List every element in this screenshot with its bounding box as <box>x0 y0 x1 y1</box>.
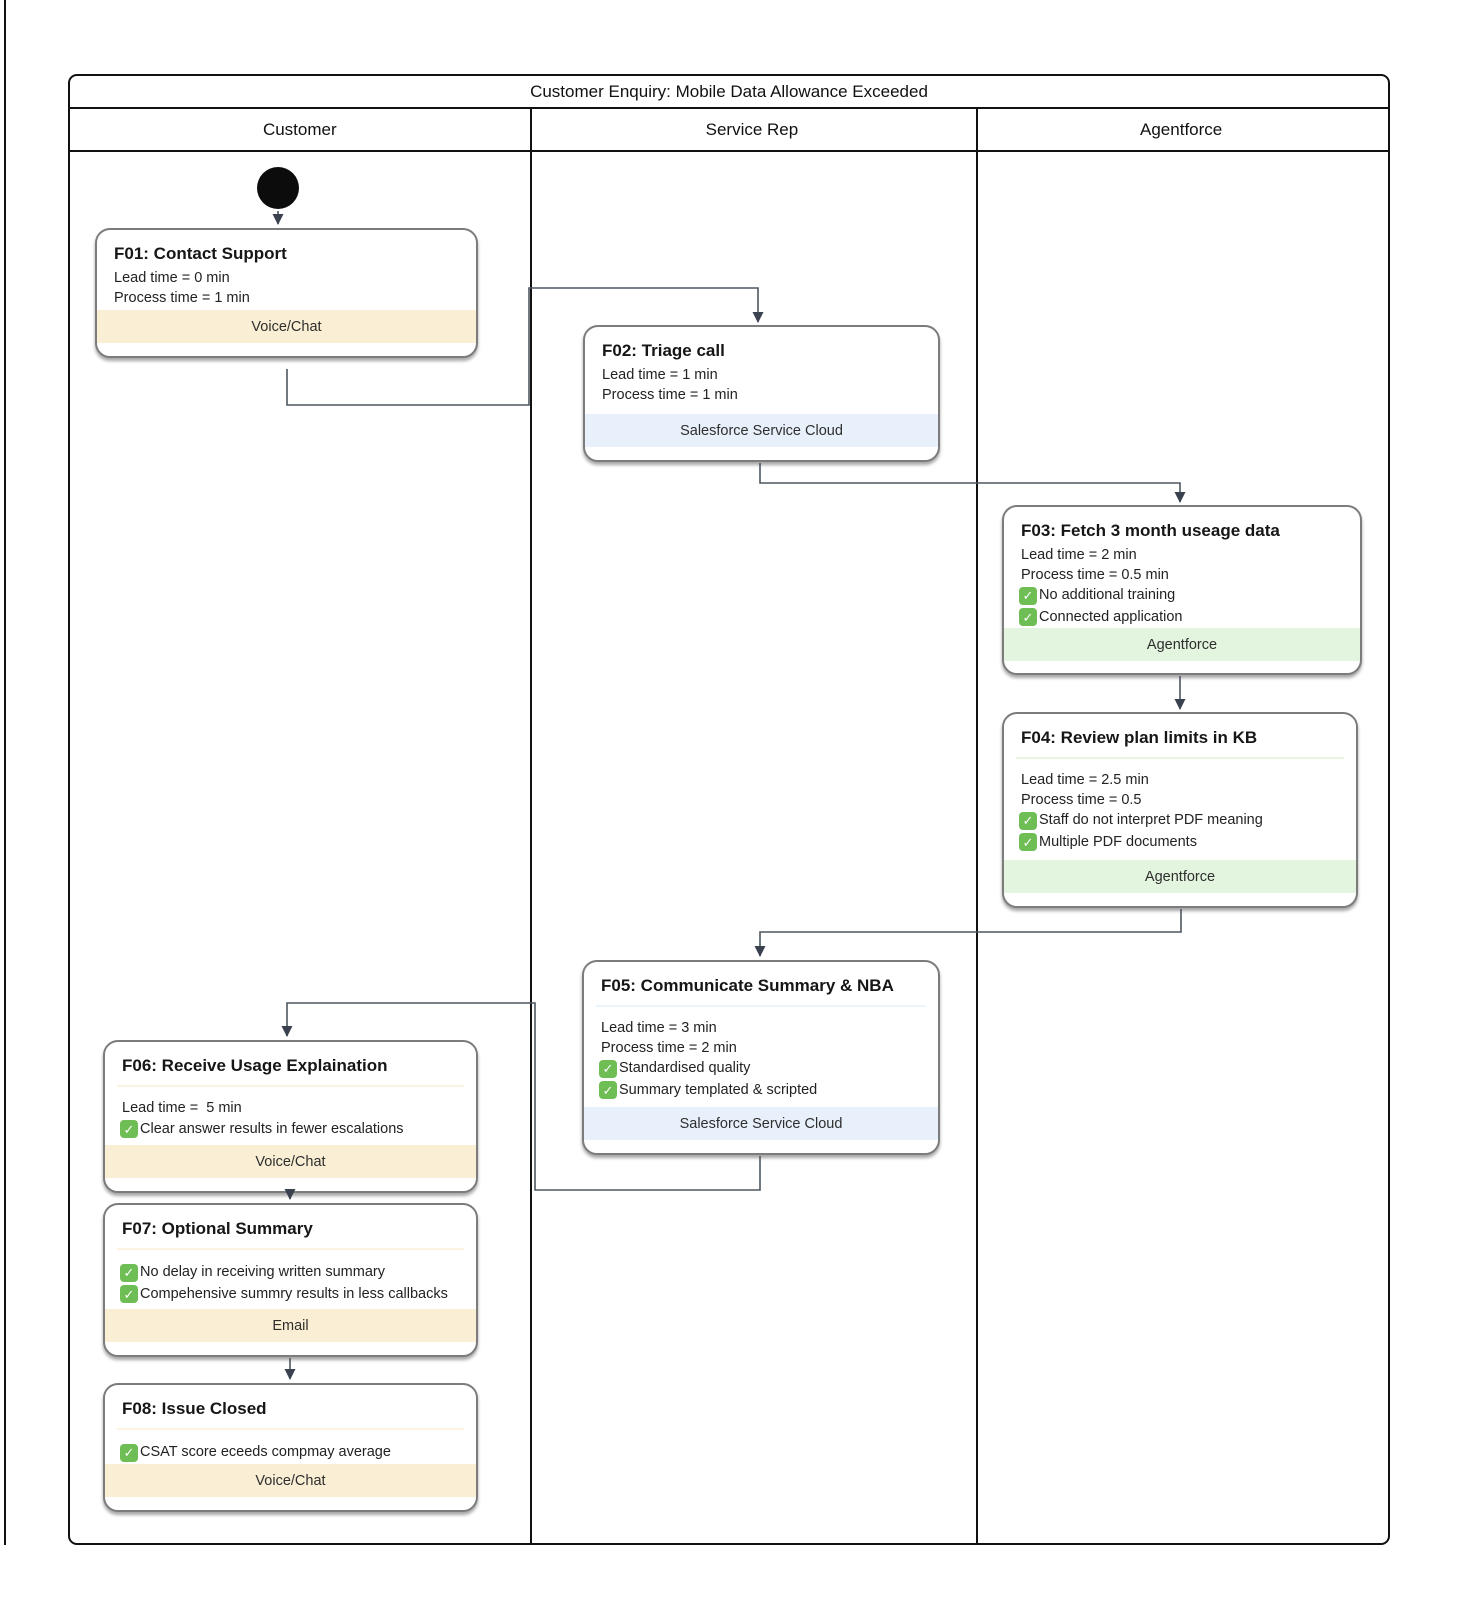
benefit-label: Clear answer results in fewer escalation… <box>140 1120 404 1137</box>
benefit-row: ✓No delay in receiving written summary <box>105 1262 476 1284</box>
benefit-row: ✓Compehensive summry results in less cal… <box>105 1284 476 1306</box>
checkmark-icon: ✓ <box>1019 586 1037 605</box>
checkmark-icon: ✓ <box>120 1443 138 1462</box>
benefit-row: ✓Connected application <box>1004 607 1360 629</box>
channel-tag: Agentforce <box>1004 860 1356 893</box>
checkmark-icon: ✓ <box>120 1120 138 1139</box>
benefit-label: Summary templated & scripted <box>619 1081 818 1098</box>
flow-node-f05[interactable]: F05: Communicate Summary & NBA Lead time … <box>582 960 940 1155</box>
metric-line: Process time = 2 min <box>601 1039 737 1056</box>
checkmark-icon: ✓ <box>1019 608 1037 627</box>
node-title-divider <box>117 1248 464 1250</box>
node-title: F01: Contact Support <box>114 244 287 263</box>
lane-header-customer: Customer <box>262 119 337 139</box>
metric-line: Process time = 0.5 <box>1021 791 1142 808</box>
canvas-edge-line <box>4 0 6 1545</box>
node-title: F05: Communicate Summary & NBA <box>601 976 894 995</box>
metric-line: Lead time = 2.5 min <box>1021 772 1149 788</box>
benefit-label: No delay in receiving written summary <box>140 1264 385 1280</box>
metric-line: Process time = 1 min <box>114 289 250 306</box>
benefit-row: ✓Staff do not interpret PDF meaning <box>1004 810 1356 832</box>
checkmark-icon: ✓ <box>120 1285 138 1304</box>
lane-header-agentforce: Agentforce <box>1140 119 1223 139</box>
benefit-label: Staff do not interpret PDF meaning <box>1039 812 1263 828</box>
benefit-label: Standardised quality <box>619 1060 751 1076</box>
node-body: ✓No delay in receiving written summary✓C… <box>105 1262 476 1305</box>
checkmark-icon: ✓ <box>120 1263 138 1282</box>
lane-header-service-rep: Service Rep <box>705 119 799 139</box>
node-title-divider <box>596 1005 926 1007</box>
checkmark-icon: ✓ <box>1019 833 1037 852</box>
node-title: F02: Triage call <box>602 341 725 360</box>
node-body: ✓CSAT score eceeds compmay average <box>105 1442 476 1464</box>
start-node[interactable] <box>257 167 299 209</box>
metric-line: Process time = 0.5 min <box>1021 566 1169 583</box>
node-title: F06: Receive Usage Explaination <box>122 1056 388 1075</box>
checkmark-icon: ✓ <box>599 1081 617 1100</box>
channel-tag: Email <box>105 1309 476 1342</box>
benefit-label: Connected application <box>1039 608 1183 625</box>
checkmark-icon: ✓ <box>599 1059 617 1078</box>
flow-node-f07[interactable]: F07: Optional Summary ✓No delay in receiv… <box>103 1203 478 1357</box>
flow-node-f04[interactable]: F04: Review plan limits in KB Lead time =… <box>1002 712 1358 908</box>
channel-tag: Voice/Chat <box>97 310 476 343</box>
benefit-label: No additional training <box>1039 587 1176 603</box>
benefit-label: Compehensive summry results in less call… <box>140 1285 448 1302</box>
channel-tag: Salesforce Service Cloud <box>585 414 938 447</box>
benefit-row: ✓Standardised quality <box>584 1058 938 1080</box>
node-title-divider <box>117 1428 464 1430</box>
lane-header-row: Customer Service Rep Agentforce <box>70 109 1388 152</box>
benefit-row: ✓Clear answer results in fewer escalatio… <box>105 1119 476 1141</box>
benefit-label: CSAT score eceeds compmay average <box>140 1444 391 1460</box>
node-title: F04: Review plan limits in KB <box>1021 728 1258 747</box>
node-title-divider <box>1016 757 1344 759</box>
benefit-row: ✓Multiple PDF documents <box>1004 832 1356 854</box>
node-title: F03: Fetch 3 month useage data <box>1021 521 1280 540</box>
metric-line: Process time = 1 min <box>602 386 738 403</box>
benefit-row: ✓CSAT score eceeds compmay average <box>105 1442 476 1464</box>
metric-line: Lead time = 5 min <box>122 1100 242 1116</box>
metric-line: Lead time = 2 min <box>1021 547 1137 563</box>
benefit-row: ✓Summary templated & scripted <box>584 1080 938 1102</box>
channel-tag: Agentforce <box>1004 628 1360 661</box>
channel-tag: Voice/Chat <box>105 1145 476 1178</box>
channel-tag: Salesforce Service Cloud <box>584 1107 938 1140</box>
node-title: F08: Issue Closed <box>122 1399 267 1418</box>
benefit-label: Multiple PDF documents <box>1039 833 1197 850</box>
lane-divider-1 <box>530 109 532 1543</box>
channel-tag: Voice/Chat <box>105 1464 476 1497</box>
metric-line: Lead time = 0 min <box>114 270 230 286</box>
diagram-title: Customer Enquiry: Mobile Data Allowance … <box>70 76 1388 109</box>
node-body: Lead time = 5 min ✓Clear answer results i… <box>105 1099 476 1140</box>
checkmark-icon: ✓ <box>1019 811 1037 830</box>
flow-node-f08[interactable]: F08: Issue Closed ✓CSAT score eceeds comp… <box>103 1383 478 1512</box>
node-title-divider <box>117 1085 464 1087</box>
node-title: F07: Optional Summary <box>122 1219 313 1238</box>
benefit-row: ✓No additional training <box>1004 585 1360 607</box>
lane-divider-2 <box>976 109 978 1543</box>
metric-line: Lead time = 1 min <box>602 367 718 383</box>
metric-line: Lead time = 3 min <box>601 1020 717 1036</box>
